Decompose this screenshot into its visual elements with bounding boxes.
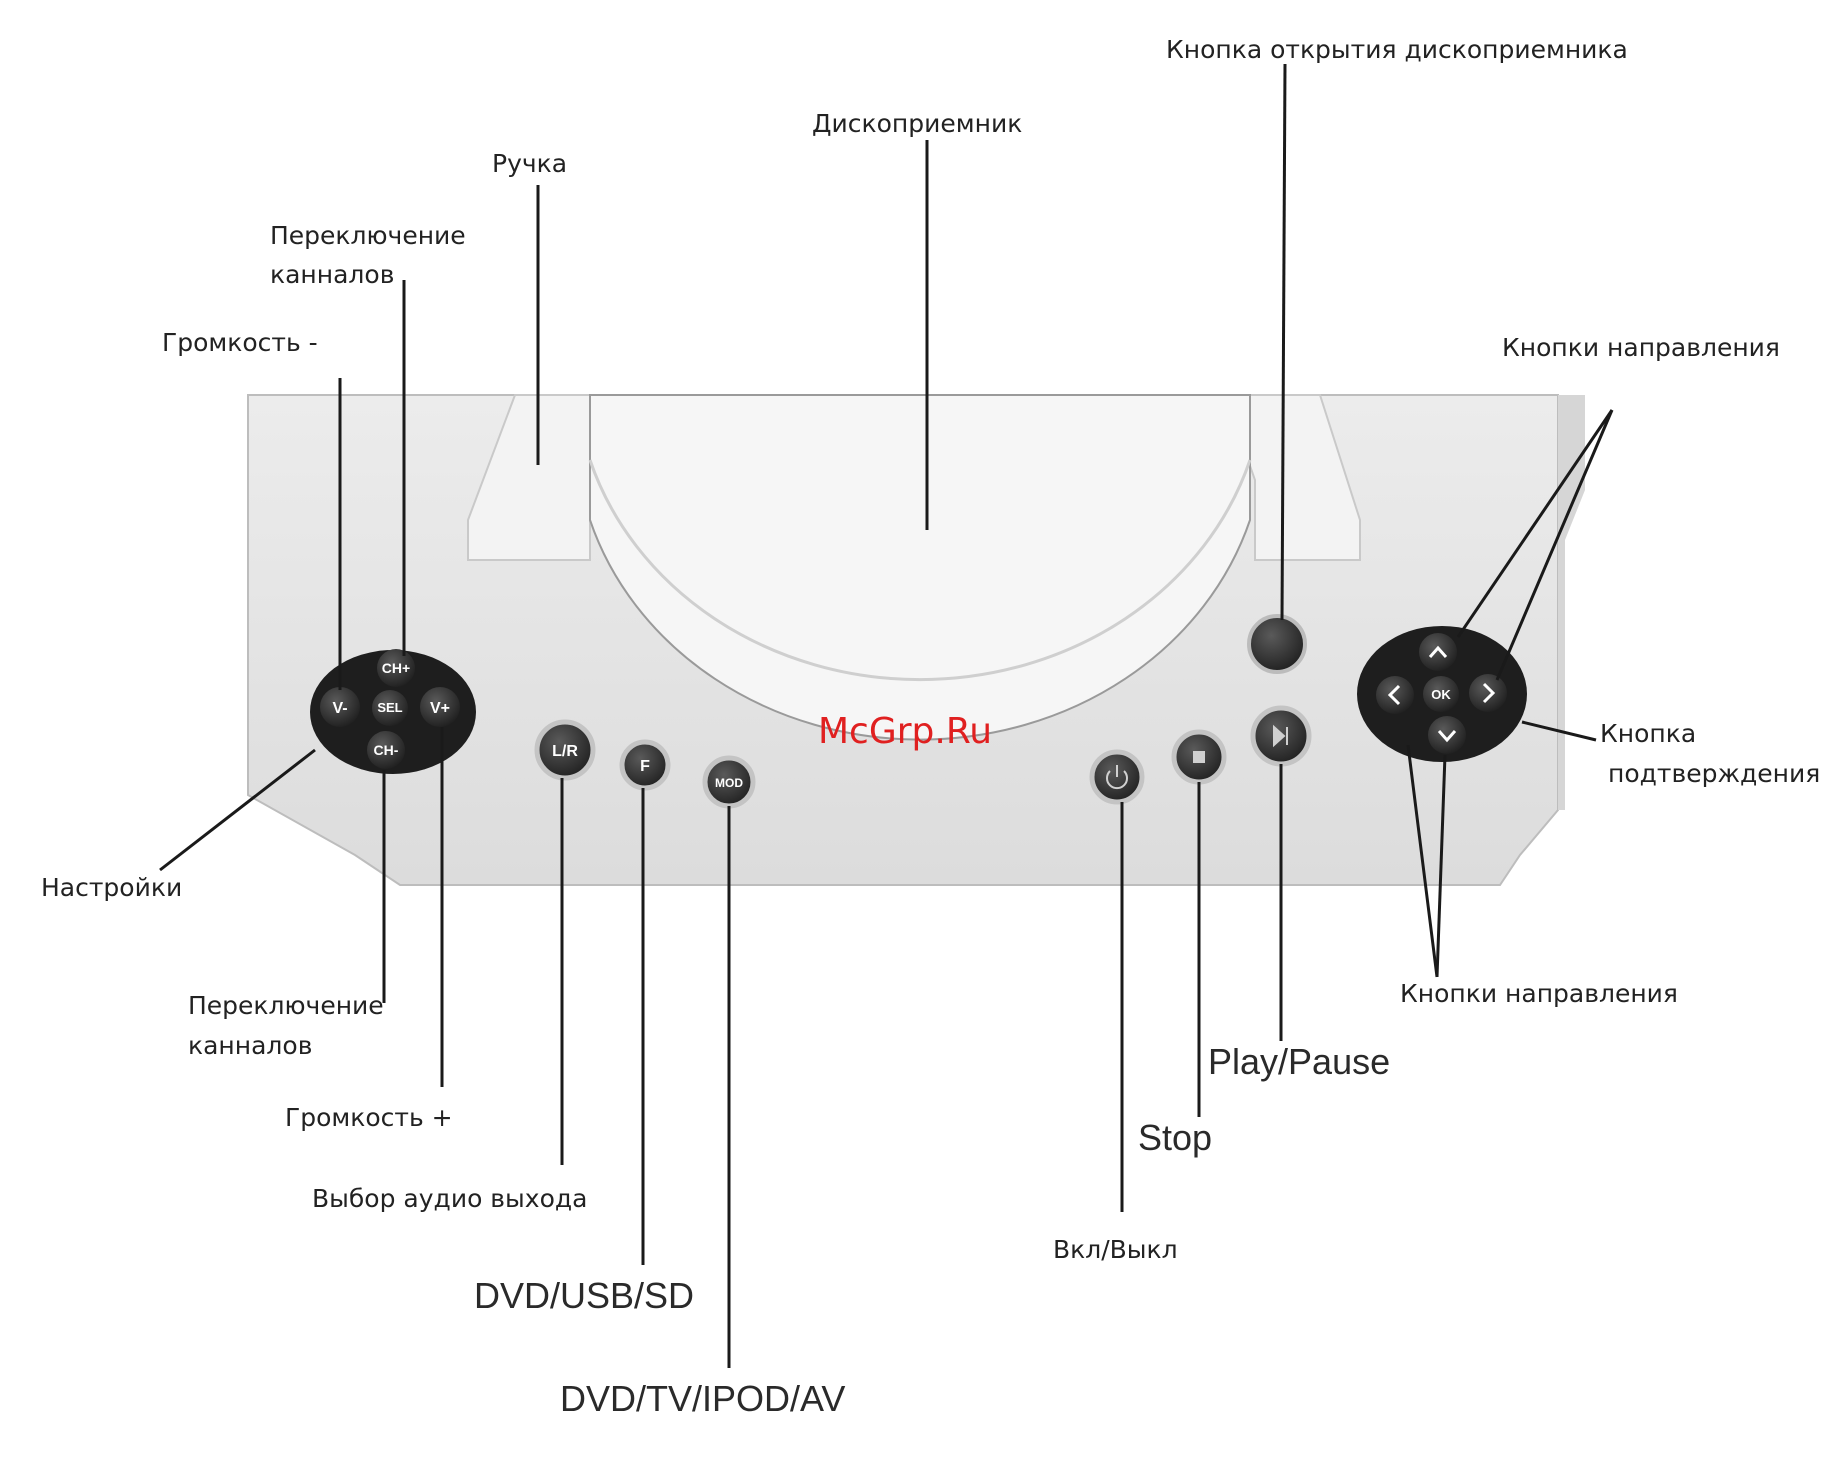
label-channel-switch-bottom-2: канналов — [188, 1028, 312, 1064]
right-button[interactable] — [1469, 674, 1507, 712]
label-direction-buttons-top: Кнопки направления — [1502, 330, 1780, 366]
ch-plus-label: CH+ — [382, 660, 410, 676]
mod-label: MOD — [715, 776, 743, 790]
label-volume-plus: Громкость + — [285, 1100, 453, 1136]
label-play-pause: Play/Pause — [1208, 1036, 1390, 1088]
label-volume-minus: Громкость - — [162, 325, 318, 361]
label-stop: Stop — [1138, 1112, 1212, 1164]
label-tray-open-button: Кнопка открытия дископриемника — [1166, 32, 1628, 68]
label-channel-switch-top-2: канналов — [270, 257, 394, 293]
label-source-dvd-usb-sd: DVD/USB/SD — [474, 1270, 694, 1322]
down-button[interactable] — [1428, 716, 1466, 754]
v-plus-label: V+ — [430, 700, 450, 717]
v-minus-label: V- — [332, 700, 347, 717]
stop-icon — [1193, 751, 1205, 763]
watermark: McGrp.Ru — [818, 711, 992, 752]
label-direction-buttons-bottom: Кнопки направления — [1400, 976, 1678, 1012]
up-button[interactable] — [1419, 633, 1457, 671]
label-confirm-button-1: Кнопка — [1600, 716, 1696, 752]
label-confirm-button-2: подтверждения — [1608, 756, 1820, 792]
label-mode-dvd-tv-ipod-av: DVD/TV/IPOD/AV — [560, 1373, 845, 1425]
tray-open-button[interactable] — [1249, 616, 1305, 672]
ch-minus-label: CH- — [374, 742, 399, 758]
sel-label: SEL — [377, 700, 402, 715]
lr-label: L/R — [552, 743, 578, 760]
f-label: F — [640, 758, 650, 775]
label-disc-tray: Дископриемник — [812, 106, 1022, 142]
label-settings: Настройки — [41, 870, 182, 906]
label-channel-switch-bottom-1: Переключение — [188, 988, 384, 1024]
label-handle: Ручка — [492, 146, 567, 182]
label-power: Вкл/Выкл — [1053, 1232, 1178, 1268]
label-channel-switch-top-1: Переключение — [270, 218, 466, 254]
label-audio-output-select: Выбор аудио выхода — [312, 1181, 587, 1217]
ok-label: OK — [1431, 687, 1451, 702]
left-button[interactable] — [1376, 676, 1414, 714]
